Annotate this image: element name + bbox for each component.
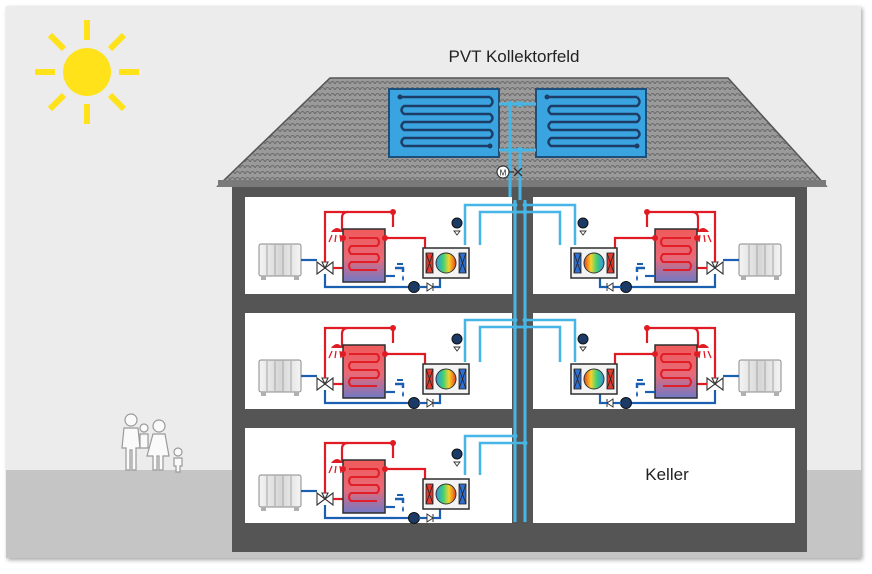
radiator-icon [258, 243, 302, 280]
riser-pipes [513, 200, 527, 522]
heating-unit-3 [258, 325, 470, 409]
source-pump-icon [451, 448, 463, 467]
pump-icon [408, 281, 420, 293]
pvt-panel-right [535, 88, 647, 158]
unit-placement-5 [258, 440, 470, 524]
water-tap-icon [395, 494, 405, 512]
pump-icon [620, 281, 632, 293]
source-pump-icon [577, 333, 589, 352]
hot-water-storage-icon [342, 459, 386, 514]
pump-icon [408, 512, 420, 524]
water-tap-icon [635, 263, 645, 281]
hot-water-storage-icon [654, 228, 698, 283]
basement-label: Keller [645, 465, 689, 484]
water-tap-icon [635, 379, 645, 397]
roof [216, 77, 828, 187]
svg-text:M: M [500, 169, 507, 178]
heating-unit-2 [570, 209, 782, 293]
hot-water-storage-icon [342, 344, 386, 399]
distribution-pipes [463, 203, 577, 475]
hot-water-storage-icon [342, 228, 386, 283]
heating-unit-4 [570, 325, 782, 409]
collector-field-title: PVT Kollektorfeld [448, 47, 579, 66]
source-pump-icon [451, 217, 463, 236]
radiator-icon [738, 243, 782, 280]
heat-pump-icon [570, 363, 618, 395]
source-pump-icon [451, 333, 463, 352]
heating-unit-1 [258, 209, 470, 293]
apartment-units [258, 209, 782, 524]
heat-pump-icon [422, 247, 470, 279]
pump-icon [408, 397, 420, 409]
unit-placement-2 [570, 209, 782, 293]
unit-placement-1 [258, 209, 470, 293]
heating-unit-5 [258, 440, 470, 524]
heat-pump-icon [570, 247, 618, 279]
water-tap-icon [395, 263, 405, 281]
family-icon [121, 413, 183, 473]
sun-icon [35, 20, 139, 124]
unit-placement-4 [570, 325, 782, 409]
mixing-valve-icon [706, 260, 724, 276]
heat-pump-icon [422, 363, 470, 395]
unit-placement-3 [258, 325, 470, 409]
radiator-icon [738, 359, 782, 396]
pump-icon [620, 397, 632, 409]
source-pump-icon [577, 217, 589, 236]
water-tap-icon [395, 379, 405, 397]
basement-room [533, 428, 795, 523]
pvt-panel-left [388, 88, 500, 158]
hot-water-storage-icon [654, 344, 698, 399]
heat-pump-icon [422, 478, 470, 510]
radiator-icon [258, 359, 302, 396]
motor-valve-icon: M [496, 165, 523, 179]
radiator-icon [258, 474, 302, 511]
